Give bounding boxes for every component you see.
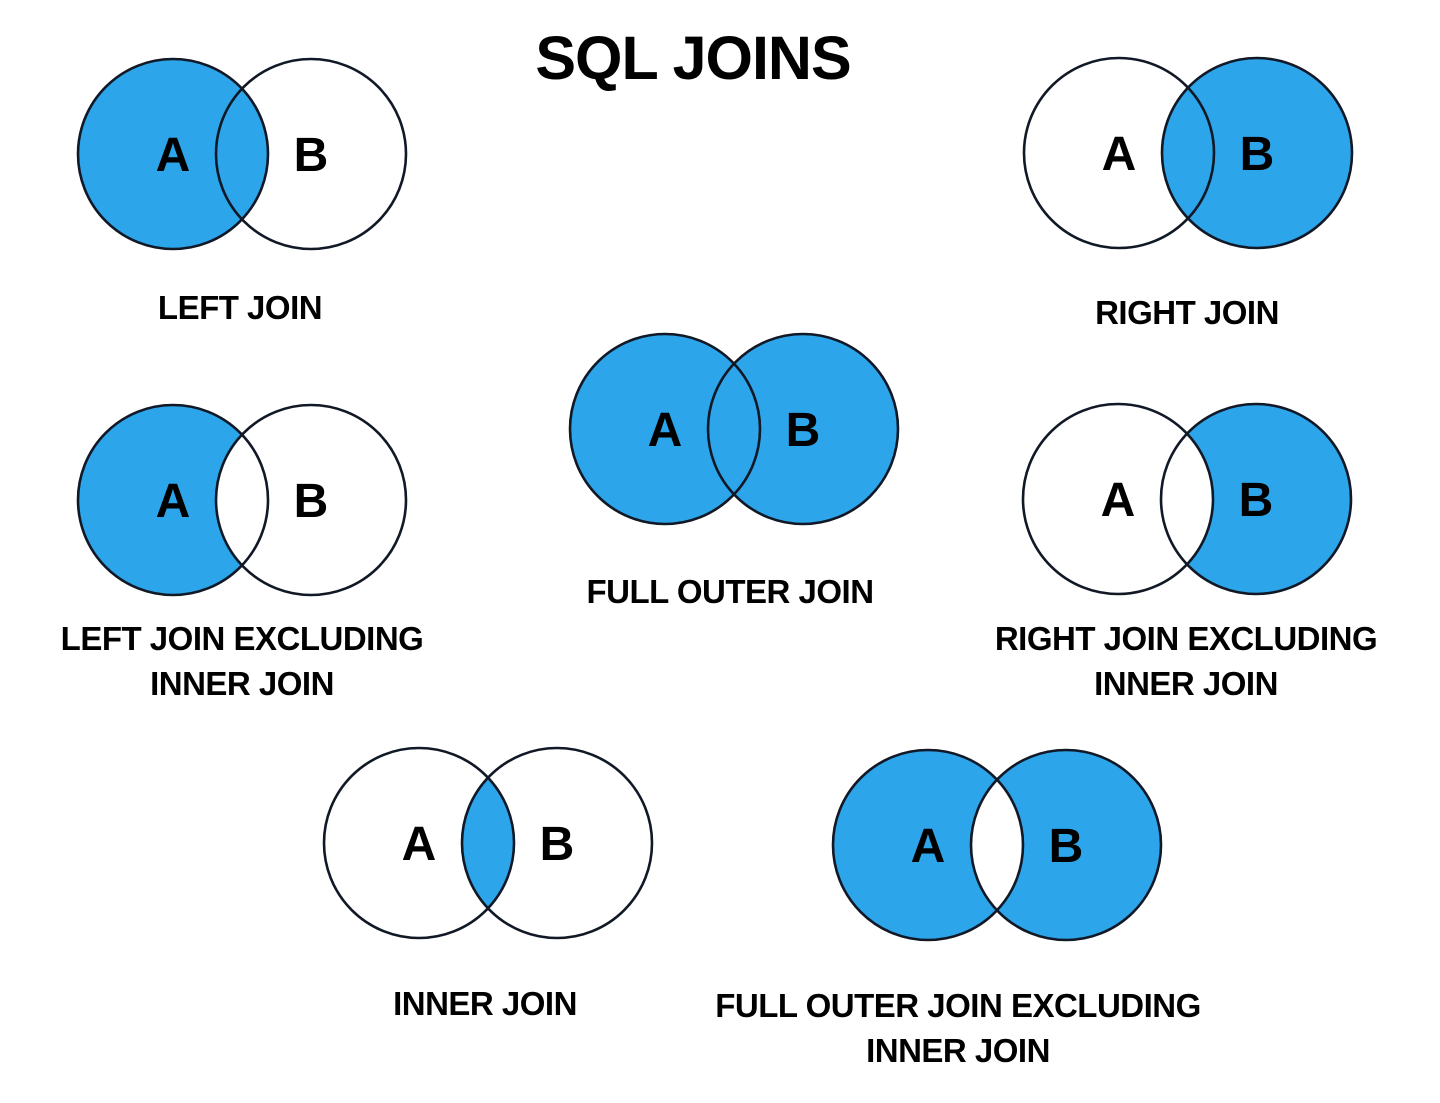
circle-b-outline — [214, 57, 408, 251]
circle-a-fill — [570, 334, 760, 524]
circle-b-label: B — [1239, 474, 1274, 527]
page-title: SQL JOINS — [535, 24, 851, 92]
circle-a-outline — [322, 746, 516, 940]
circle-b-outline — [460, 746, 654, 940]
circle-a-outline — [831, 748, 1025, 942]
circle-a-outline — [1022, 56, 1216, 250]
circle-a-label: A — [156, 129, 191, 182]
circle-b-fill — [971, 750, 1161, 940]
circle-a-label: A — [1102, 128, 1137, 181]
circle-a-label: A — [648, 404, 683, 457]
caption-inner-join: INNER JOIN — [393, 985, 577, 1022]
circle-b-label: B — [294, 129, 329, 182]
circle-a-outline — [76, 403, 270, 597]
circle-b-outline — [1159, 402, 1353, 596]
circle-a-label: A — [911, 820, 946, 873]
circle-b-outline — [1160, 56, 1354, 250]
circle-b-label: B — [1240, 128, 1275, 181]
circle-b-label: B — [294, 475, 329, 528]
caption-left-join: LEFT JOIN — [157, 289, 323, 326]
circle-a-outline — [76, 57, 270, 251]
circle-a-fill — [833, 750, 1023, 940]
caption-full-outer-join: FULL OUTER JOIN — [586, 573, 874, 610]
caption-left-join-excluding-inner-join: LEFT JOIN EXCLUDING INNER JOIN — [60, 620, 424, 702]
circle-a-outline — [568, 332, 762, 526]
circle-b-fill — [1161, 404, 1351, 594]
caption-full-outer-join-excluding-inner-join: FULL OUTER JOIN EXCLUDING INNER JOIN — [715, 987, 1201, 1069]
circle-b-fill — [216, 405, 406, 595]
circle-a-fill — [78, 405, 268, 595]
circle-b-fill — [708, 334, 898, 524]
circle-b-outline — [969, 748, 1163, 942]
circle-b-outline — [706, 332, 900, 526]
circle-a-fill — [78, 59, 268, 249]
circle-a-outline — [1021, 402, 1215, 596]
circle-b-label: B — [1049, 820, 1084, 873]
caption-right-join-excluding-inner-join: RIGHT JOIN EXCLUDING INNER JOIN — [994, 620, 1378, 702]
circle-a-label: A — [1101, 474, 1136, 527]
circle-b-outline — [214, 403, 408, 597]
circle-b-fill — [1162, 58, 1352, 248]
circle-a-label: A — [156, 475, 191, 528]
caption-right-join: RIGHT JOIN — [1095, 294, 1279, 331]
circle-a-label: A — [402, 818, 437, 871]
circle-a-fill — [1023, 404, 1213, 594]
circle-b-label: B — [786, 404, 821, 457]
circle-b-label: B — [540, 818, 575, 871]
